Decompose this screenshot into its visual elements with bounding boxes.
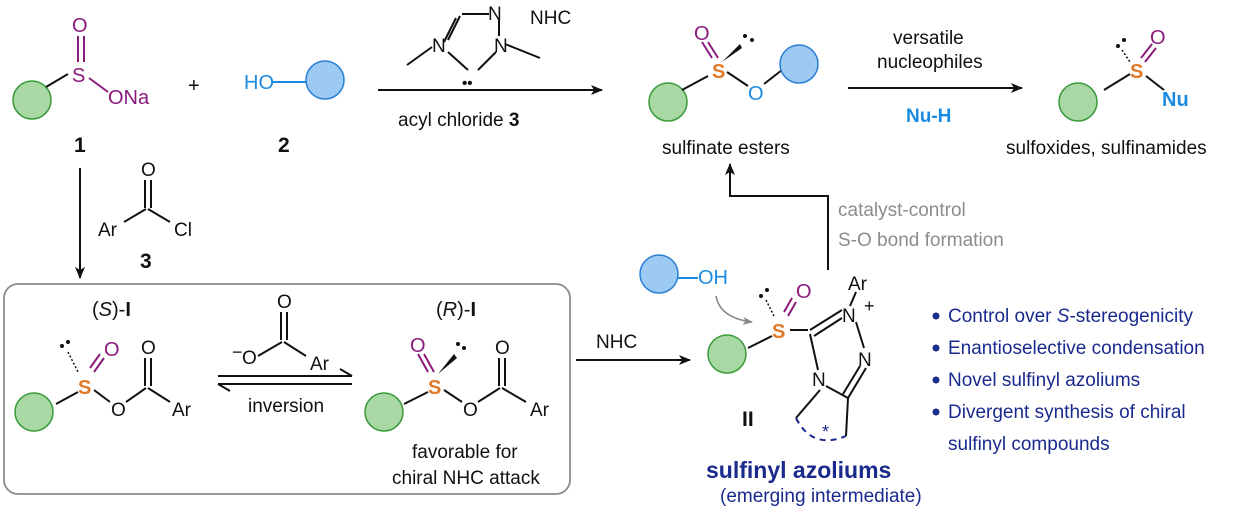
bullet-dot [932, 376, 940, 384]
atom-Cl: Cl [174, 220, 192, 241]
nhc-carbene-dots: •• [462, 75, 473, 92]
atom-O: O [694, 23, 710, 45]
emerging-intermediate-label: (emerging intermediate) [720, 486, 922, 507]
atom-S: S [1130, 61, 1143, 83]
product-sulfoxide: S O Nu sulfoxides, sulfinamides [1006, 27, 1207, 159]
bullet-2: Enantioselective condensation [948, 338, 1205, 359]
compound-S-I: S O O O Ar [14, 338, 192, 432]
atom-O-ester: O [111, 400, 126, 421]
bullet-dot [932, 344, 940, 352]
plus-charge: + [864, 296, 875, 316]
bullet-dot [932, 408, 940, 416]
bullet-dot [932, 312, 940, 320]
atom-O: O [1150, 27, 1166, 49]
minus-sign: − [232, 342, 243, 362]
atom-O: O [72, 15, 88, 37]
compound-number-2: 2 [278, 134, 290, 157]
s-o-bond-label: S-O bond formation [838, 230, 1004, 251]
atom-N-plus: N [842, 306, 856, 327]
atom-N-right: N [858, 350, 872, 371]
atom-Ar: Ar [848, 274, 868, 295]
atom-Ar: Ar [530, 400, 550, 421]
acyl-chloride-label: acyl chloride 3 [398, 110, 519, 131]
nucleophiles-label: nucleophiles [877, 52, 983, 73]
equilibrium-box [3, 283, 571, 495]
atom-S: S [72, 65, 85, 87]
bullet-4-cont: sulfinyl compounds [948, 434, 1110, 455]
atom-O: O [796, 281, 812, 303]
atom-O-ester: O [748, 83, 764, 105]
atom-Ar: Ar [172, 400, 192, 421]
atom-O: O [410, 335, 426, 357]
blue-ring-icon [639, 254, 679, 294]
atom-N-bridge: N [812, 370, 826, 391]
favorable-label-2: chiral NHC attack [392, 468, 540, 489]
atom-S: S [78, 377, 91, 399]
compound-number-3: 3 [140, 250, 152, 273]
atom-S: S [428, 377, 441, 399]
atom-HO: HO [244, 72, 274, 94]
atom-OH: OH [698, 267, 728, 289]
nhc-arrow-label: NHC [596, 332, 637, 353]
green-ring-icon [1058, 82, 1098, 122]
bullet-list: Control over S-stereogenicity Enantiosel… [932, 306, 1205, 455]
compound-1: O S ONa 1 [12, 15, 150, 157]
nhc-N-right: N [494, 36, 508, 57]
curved-arrow [715, 295, 753, 325]
green-ring-icon [12, 80, 52, 120]
atom-ONa: ONa [108, 87, 150, 109]
nu-h-label: Nu-H [906, 106, 951, 127]
atom-O-carbonyl: O [141, 338, 156, 359]
green-ring-icon [707, 334, 747, 374]
compound-R-I: O S O O Ar [364, 335, 550, 432]
sulfinyl-azoliums-title: sulfinyl azoliums [706, 457, 891, 483]
compound-number-II: II [742, 408, 754, 431]
versatile-label: versatile [893, 28, 964, 49]
inversion-label: inversion [248, 396, 324, 417]
atom-Ar: Ar [98, 220, 118, 241]
bullet-4: Divergent synthesis of chiral [948, 402, 1186, 423]
acyl-chloride-3: O Ar Cl 3 [98, 160, 192, 273]
favorable-label-1: favorable for [412, 442, 518, 463]
atom-O: O [141, 160, 156, 181]
compound-2: HO 2 [244, 60, 345, 157]
sulfinate-esters-label: sulfinate esters [662, 138, 790, 159]
blue-ring-icon [779, 44, 819, 84]
stereo-star: * [822, 422, 829, 442]
catalyst-control-label: catalyst-control [838, 200, 966, 221]
bullet-1: Control over S-stereogenicity [948, 306, 1194, 327]
sulfinate-ester: O S O sulfinate esters [648, 23, 819, 159]
atom-S: S [772, 321, 785, 343]
label-S-I: (S)-I [92, 299, 131, 321]
atom-O-ester: O [463, 400, 478, 421]
atom-Nu: Nu [1162, 89, 1189, 111]
nhc-catalyst: N N N •• NHC [406, 4, 571, 92]
sulfinyl-azolium: OH O S N + N N Ar * II sulfinyl azoliums… [639, 254, 922, 507]
compound-number-1: 1 [74, 134, 86, 157]
bullet-3: Novel sulfinyl azoliums [948, 370, 1140, 391]
label-R-I: (R)-I [436, 299, 476, 321]
atom-Ar: Ar [310, 354, 330, 375]
equilibrium-arrows [217, 368, 353, 392]
atom-O: O [104, 339, 120, 361]
nhc-label: NHC [530, 8, 571, 29]
green-ring-icon [364, 392, 404, 432]
nhc-N-left: N [432, 36, 446, 57]
atom-O-carbonyl: O [277, 292, 292, 313]
atom-S: S [712, 61, 725, 83]
atom-O-carbonyl: O [495, 338, 510, 359]
plus-sign: + [188, 75, 200, 97]
atom-O: O [242, 348, 257, 369]
green-ring-icon [648, 82, 688, 122]
blue-ring-icon [305, 60, 345, 100]
nhc-N-top: N [488, 4, 502, 25]
sulfoxides-label: sulfoxides, sulfinamides [1006, 138, 1207, 159]
green-ring-icon [14, 392, 54, 432]
carboxylate-anion: − O O Ar [232, 292, 330, 375]
arrow-up-to-ester [725, 163, 829, 270]
